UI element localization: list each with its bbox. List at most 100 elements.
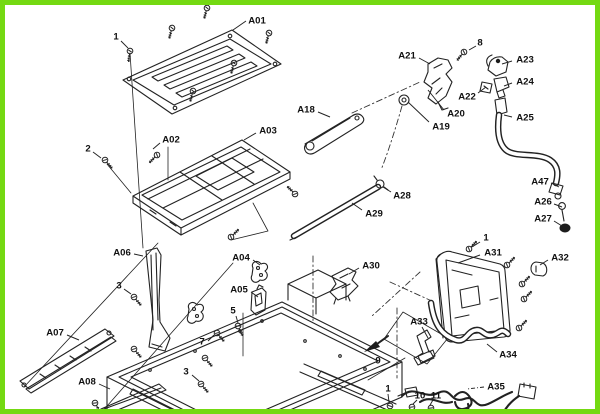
leader-line-10-36 bbox=[412, 399, 418, 405]
part-a30-bracket bbox=[329, 267, 359, 305]
part-a29-tube bbox=[289, 183, 382, 241]
leader-line-a02-3 bbox=[152, 142, 161, 150]
part-a05-latch bbox=[250, 284, 267, 316]
part-a47-fitting bbox=[548, 182, 564, 200]
leader-line-a29-15 bbox=[351, 202, 363, 211]
leader-line-a04-23 bbox=[252, 259, 261, 266]
leader-line-a25-13 bbox=[503, 114, 513, 118]
alignment-dashdot-lines bbox=[312, 81, 435, 379]
part-label-a25-13: A25 bbox=[516, 112, 534, 123]
leader-line-a22-10 bbox=[477, 86, 487, 94]
part-a04-hinge bbox=[250, 260, 269, 283]
leader-line-a33-32 bbox=[421, 326, 429, 339]
part-label-11-37: 11 bbox=[431, 390, 442, 401]
part-a07-rail bbox=[19, 328, 117, 394]
leader-line-a20-11 bbox=[427, 89, 445, 111]
part-label-a04-23: A04 bbox=[232, 252, 250, 263]
leader-line-a24-9 bbox=[503, 82, 513, 87]
leader-line-a19-12 bbox=[407, 101, 430, 123]
leader-line-1-35 bbox=[387, 393, 390, 403]
part-label-9-34: 9 bbox=[375, 355, 380, 366]
part-label-3-20: 3 bbox=[116, 280, 121, 291]
leader-line-a28-14 bbox=[382, 186, 392, 193]
leader-line-a18-5 bbox=[317, 111, 331, 118]
part-a32-clip bbox=[530, 261, 548, 277]
part-label-a02-3: A02 bbox=[162, 134, 180, 145]
leader-line-2-2 bbox=[92, 151, 102, 159]
leader-line-a08-22 bbox=[98, 383, 111, 390]
part-label-a28-14: A28 bbox=[393, 190, 411, 201]
part-label-a26-17: A26 bbox=[534, 196, 552, 207]
part-label-a35-38: A35 bbox=[487, 381, 505, 392]
label-layer: A0112A02A03A18A218A23A24A22A20A19A25A28A… bbox=[46, 15, 569, 401]
part-a33-bracket bbox=[413, 329, 436, 366]
part-a23-valve-top bbox=[486, 54, 509, 77]
leader-line-a06-19 bbox=[133, 253, 144, 257]
leader-line-a26-17 bbox=[553, 203, 563, 208]
part-label-3-27: 3 bbox=[183, 366, 188, 377]
leader-line-3-20 bbox=[123, 288, 132, 295]
leader-line-a31-30 bbox=[457, 254, 481, 264]
part-label-a30-28: A30 bbox=[362, 260, 380, 271]
part-label-1-29: 1 bbox=[483, 232, 489, 243]
part-label-a33-32: A33 bbox=[410, 316, 428, 327]
leader-line-a47-16 bbox=[550, 182, 560, 188]
part-label-1-35: 1 bbox=[385, 383, 391, 394]
leader-line-a03-4 bbox=[243, 132, 257, 141]
part-a01-top-cover bbox=[122, 29, 282, 115]
part-a24-fitting bbox=[493, 76, 510, 99]
part-label-a31-30: A31 bbox=[484, 247, 502, 258]
leader-line-a34-33 bbox=[486, 343, 498, 353]
explosion-guide-lines bbox=[23, 52, 449, 414]
part-label-1-1: 1 bbox=[113, 31, 119, 42]
leader-line-1-1 bbox=[120, 40, 129, 49]
part-label-a32-31: A32 bbox=[551, 252, 569, 263]
leader-line-a27-18 bbox=[553, 220, 563, 227]
part-label-a18-5: A18 bbox=[297, 104, 315, 115]
part-label-a20-11: A20 bbox=[447, 108, 465, 119]
part-label-8-7: 8 bbox=[477, 37, 483, 48]
part-label-a34-33: A34 bbox=[499, 349, 517, 360]
leader-line-a35-38 bbox=[466, 386, 485, 390]
part-label-2-2: 2 bbox=[85, 143, 90, 154]
leader-line-a01-0 bbox=[232, 20, 247, 31]
part-label-a47-16: A47 bbox=[531, 176, 549, 187]
part-label-a05-24: A05 bbox=[230, 284, 248, 295]
leader-line-a07-21 bbox=[66, 334, 80, 341]
part-label-a06-19: A06 bbox=[113, 247, 131, 258]
part-label-a23-8: A23 bbox=[516, 54, 534, 65]
part-hinge-left bbox=[186, 301, 205, 324]
direction-arrow-9 bbox=[364, 335, 389, 352]
part-label-a19-12: A19 bbox=[432, 121, 450, 132]
part-label-a21-6: A21 bbox=[398, 50, 416, 61]
part-label-7-26: 7 bbox=[199, 336, 204, 347]
leader-line-7-26 bbox=[207, 334, 215, 342]
part-a18-lever bbox=[303, 113, 365, 155]
leader-line-a05-24 bbox=[250, 291, 259, 298]
part-label-a08-22: A08 bbox=[78, 376, 96, 387]
part-label-10-36: 10 bbox=[415, 390, 426, 401]
part-a34-harness bbox=[427, 299, 512, 344]
leader-line-5-25 bbox=[235, 315, 239, 324]
leader-line-a30-28 bbox=[348, 267, 360, 275]
part-label-a29-15: A29 bbox=[365, 208, 383, 219]
part-label-a07-21: A07 bbox=[46, 327, 64, 338]
part-label-5-25: 5 bbox=[230, 305, 236, 316]
part-label-a03-4: A03 bbox=[259, 125, 277, 136]
leader-line-a21-6 bbox=[418, 57, 431, 65]
leader-line-8-7 bbox=[468, 45, 477, 51]
part-a25-hose bbox=[494, 97, 561, 187]
part-label-a01-0: A01 bbox=[248, 15, 266, 26]
part-label-a27-18: A27 bbox=[534, 213, 552, 224]
part-a19-grommet bbox=[398, 94, 410, 106]
part-a27-plug bbox=[559, 223, 571, 233]
leader-line-3-27 bbox=[191, 374, 200, 382]
leader-line-a32-31 bbox=[539, 259, 549, 266]
leader-line-a23-8 bbox=[501, 60, 513, 65]
leader-layer bbox=[66, 20, 563, 406]
part-a03-tray bbox=[132, 139, 291, 236]
leader-line-11-37 bbox=[429, 399, 434, 406]
